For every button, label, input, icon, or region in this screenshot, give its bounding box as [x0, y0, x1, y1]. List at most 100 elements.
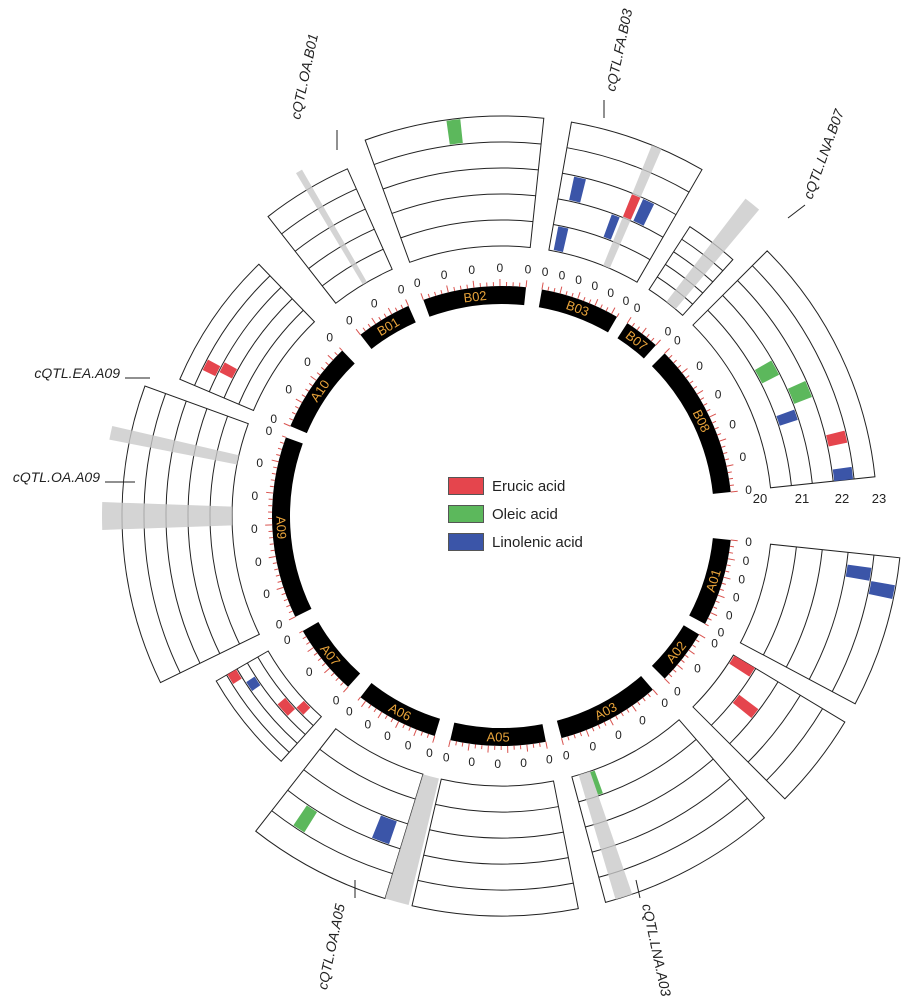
tick-mark	[270, 486, 274, 487]
tick-mark	[527, 745, 528, 752]
tick-mark	[584, 297, 585, 301]
tick-label: 0	[590, 740, 597, 754]
tick-mark	[272, 473, 276, 474]
tick-mark	[612, 308, 615, 314]
tick-mark	[435, 292, 436, 296]
tick-mark	[637, 327, 639, 330]
tick-mark	[296, 399, 302, 402]
tick-mark	[696, 640, 699, 642]
tick-mark	[533, 744, 534, 748]
tick-mark	[314, 653, 317, 655]
tick-mark	[292, 412, 296, 414]
tick-mark	[272, 460, 279, 462]
tick-mark	[273, 563, 277, 564]
tick-mark	[712, 421, 716, 423]
chromosome-label-a05: A05	[486, 729, 509, 744]
tick-mark	[322, 663, 325, 666]
tick-mark	[454, 287, 455, 291]
tick-mark	[289, 611, 293, 613]
tick-mark	[372, 318, 376, 324]
tick-label: 0	[674, 334, 681, 348]
tick-label: 0	[251, 522, 258, 536]
legend-label-linolenic: Linolenic acid	[492, 534, 583, 551]
tick-mark	[278, 581, 282, 582]
qtl-label-oa-a09: cQTL.OA.A09	[13, 469, 100, 485]
tick-label: 0	[665, 325, 672, 339]
tick-mark	[384, 314, 386, 317]
tick-mark	[731, 540, 738, 541]
tick-label: 0	[694, 662, 701, 676]
tick-label: 0	[468, 263, 475, 277]
tick-mark	[277, 587, 284, 589]
tick-label: 0	[346, 704, 353, 718]
legend-swatch-linolenic	[448, 533, 484, 551]
tick-mark	[328, 355, 333, 360]
tick-mark	[318, 658, 321, 660]
tick-mark	[406, 299, 409, 305]
tick-label: 0	[285, 383, 292, 397]
tick-mark	[414, 729, 417, 735]
legend: Erucic acid Oleic acid Linolenic acid	[448, 472, 583, 556]
tick-mark	[724, 577, 731, 579]
tick-mark	[617, 313, 619, 316]
tick-label: 0	[592, 279, 599, 293]
tick-mark	[421, 293, 423, 300]
tick-mark	[580, 732, 581, 736]
tick-mark	[686, 376, 689, 378]
tick-mark	[730, 546, 734, 547]
tick-mark	[716, 601, 720, 602]
tick-mark	[595, 299, 598, 305]
chromosome-label-b02: B02	[463, 288, 488, 306]
tick-mark	[722, 583, 726, 584]
tick-label: 0	[559, 268, 566, 282]
tick-mark	[369, 705, 371, 708]
tick-mark	[728, 472, 732, 473]
track-sector-b01	[268, 169, 392, 303]
tick-mark	[395, 308, 397, 312]
tick-mark	[632, 323, 634, 326]
tick-label: 0	[739, 450, 746, 464]
tick-mark	[284, 423, 290, 426]
tick-label: 0	[414, 276, 421, 290]
tick-mark	[456, 741, 457, 745]
tick-mark	[305, 389, 308, 391]
tick-mark	[648, 694, 651, 697]
tick-mark	[690, 381, 693, 383]
tick-label: 0	[525, 262, 532, 276]
tick-mark	[336, 678, 339, 681]
tick-mark	[374, 709, 376, 712]
tick-label: 0	[333, 693, 340, 707]
tick-mark	[403, 724, 405, 728]
tick-mark	[273, 467, 277, 468]
tick-mark	[717, 434, 721, 435]
tick-mark	[678, 365, 681, 368]
tick-mark	[728, 559, 735, 560]
tick-mark	[723, 452, 727, 453]
tick-mark	[378, 712, 382, 718]
tick-mark	[653, 690, 658, 695]
tick-mark	[460, 286, 461, 290]
tick-mark	[730, 485, 734, 486]
tick-mark	[694, 386, 697, 388]
tick-mark	[713, 607, 717, 609]
tick-mark	[627, 317, 631, 323]
tick-mark	[286, 605, 290, 607]
tick-mark	[266, 492, 273, 493]
tick-label: 0	[696, 359, 703, 373]
tick-label: 0	[738, 572, 745, 586]
tick-mark	[643, 698, 645, 701]
tick-label: 0	[726, 608, 733, 622]
tick-mark	[341, 682, 344, 685]
tick-mark	[665, 348, 670, 353]
qtl-label-lna-a03: cQTL.LNA.A03	[639, 902, 674, 998]
tick-mark	[409, 727, 411, 731]
tick-label: 0	[384, 729, 391, 743]
tick-mark	[651, 338, 654, 341]
legend-swatch-erucic	[448, 477, 484, 495]
tick-mark	[568, 736, 569, 740]
chromosome-label-b03: B03	[564, 297, 591, 319]
tick-mark	[710, 414, 716, 417]
tick-mark	[560, 287, 562, 294]
tick-mark	[689, 650, 695, 654]
tick-mark	[674, 360, 677, 363]
